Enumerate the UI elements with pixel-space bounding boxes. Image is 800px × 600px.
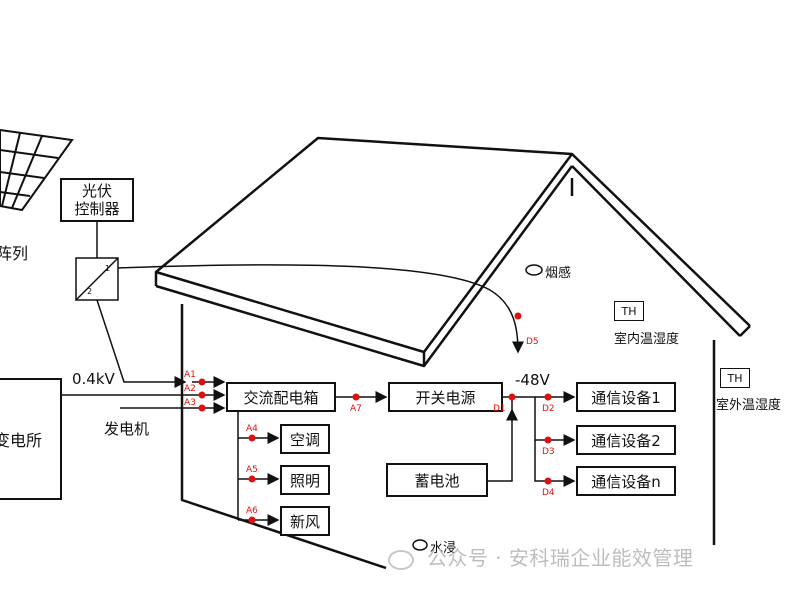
voltage-label: 0.4kV [72,370,115,388]
point-d3: D3 [542,447,555,457]
outdoor-th-label: 室外温湿度 [716,398,782,413]
point-d5: D5 [526,337,539,347]
solar-controller-line1: 光伏 [81,182,112,200]
water-sensor-label: 水浸 [430,541,457,556]
indoor-th-badge: TH [614,301,644,321]
comm-equipment-n-box: 通信设备n [576,466,676,496]
watermark-text: 公众号 · 安科瑞企业能效管理 [426,546,694,570]
battery-box: 蓄电池 [386,463,488,497]
outdoor-th-badge-text: TH [727,371,743,385]
load-aircon-label: 空调 [289,430,320,449]
comm-equipment-1-label: 通信设备1 [591,388,661,407]
point-d4: D4 [542,488,555,498]
point-a4: A4 [246,424,258,434]
indoor-th-badge-text: TH [621,304,637,318]
load-aircon-box: 空调 [280,424,330,454]
point-a1: A1 [184,370,196,380]
pv-converter [75,257,119,301]
battery-label: 蓄电池 [414,471,460,490]
substation-box: 变电所 [0,378,62,500]
point-d1: D1 [493,404,506,414]
substation-label: 变电所 [0,431,43,450]
comm-equipment-2-label: 通信设备2 [591,431,661,450]
svg-text:1: 1 [105,264,110,273]
load-ventilation-label: 新风 [289,512,320,531]
comm-equipment-n-label: 通信设备n [591,472,661,491]
solar-controller-box: 光伏 控制器 [60,178,134,222]
smoke-sensor-label: 烟感 [545,266,572,281]
wechat-icon [388,549,414,570]
load-lighting-label: 照明 [289,471,320,490]
generator-label: 发电机 [104,420,150,438]
solar-panel-array [0,128,74,212]
point-a3: A3 [184,398,196,408]
indoor-th-label: 室内温湿度 [614,332,680,347]
comm-equipment-2-box: 通信设备2 [576,425,676,455]
point-a7: A7 [350,404,362,414]
point-a2: A2 [184,384,196,394]
pv-array-label: 阵列 [0,244,29,263]
watermark: 公众号 · 安科瑞企业能效管理 [388,542,693,571]
svg-text:2: 2 [87,287,92,296]
load-ventilation-box: 新风 [280,506,330,536]
house-outline [154,136,751,570]
point-a6: A6 [246,506,258,516]
point-a5: A5 [246,465,258,475]
dc-bus-voltage: -48V [515,371,550,389]
ac-distribution-box: 交流配电箱 [226,382,336,412]
solar-controller-line2: 控制器 [74,200,120,218]
point-d2: D2 [542,404,555,414]
comm-equipment-1-box: 通信设备1 [576,382,676,412]
load-lighting-box: 照明 [280,465,330,495]
outdoor-th-badge: TH [720,368,750,388]
ac-distribution-label: 交流配电箱 [243,388,319,407]
switch-psu-box: 开关电源 [388,382,503,412]
switch-psu-label: 开关电源 [415,388,476,407]
